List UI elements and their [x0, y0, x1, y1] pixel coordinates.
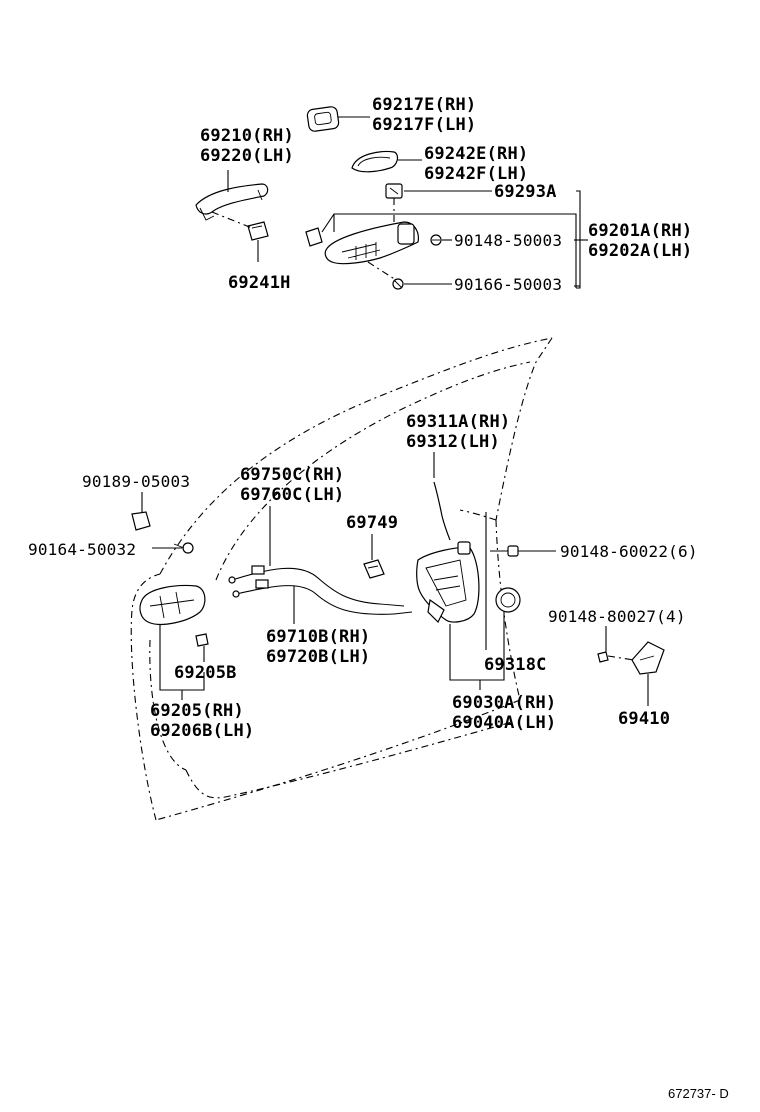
label-69201-lh: 69202A(LH): [588, 241, 692, 261]
label-69311-lh: 69312(LH): [406, 432, 500, 452]
handle-frame-part: [305, 221, 419, 265]
clip-part: [131, 511, 151, 531]
label-90189: 90189-05003: [82, 472, 190, 491]
cushion-part: [495, 587, 521, 613]
striker-part: [631, 641, 665, 675]
label-69030-lh: 69040A(LH): [452, 713, 556, 733]
label-69242-lh: 69242F(LH): [424, 164, 528, 184]
handle-pad-part: [247, 221, 269, 241]
bolt-part: [490, 545, 519, 557]
label-69710-lh: 69720B(LH): [266, 647, 370, 667]
screw-part: [392, 278, 404, 290]
door-outline: [130, 337, 553, 821]
document-number: 672737- D: [668, 1086, 729, 1101]
label-69217-lh: 69217F(LH): [372, 115, 476, 135]
screw-part: [430, 234, 442, 246]
label-69205b: 69205B: [174, 663, 237, 683]
bolt-part: [597, 651, 635, 663]
screw-part: [195, 633, 209, 647]
label-90148-60022: 90148-60022(6): [560, 542, 698, 561]
door-lock-part: [416, 541, 480, 624]
handle-gasket-part: [351, 150, 399, 173]
label-69210-rh: 69210(RH): [200, 126, 294, 146]
label-69217-rh: 69217E(RH): [372, 95, 476, 115]
label-90164: 90164-50032: [28, 540, 136, 559]
label-69750-lh: 69760C(LH): [240, 485, 344, 505]
label-69293: 69293A: [494, 182, 557, 202]
label-69311-rh: 69311A(RH): [406, 412, 510, 432]
screw-part: [173, 542, 194, 554]
label-69030-rh: 69030A(RH): [452, 693, 556, 713]
label-69205-rh: 69205(RH): [150, 701, 244, 721]
label-69318: 69318C: [484, 655, 547, 675]
label-69241: 69241H: [228, 273, 291, 293]
label-69242-rh: 69242E(RH): [424, 144, 528, 164]
label-69710-rh: 69710B(RH): [266, 627, 370, 647]
label-69205-lh: 69206B(LH): [150, 721, 254, 741]
lock-rod-part: [433, 452, 451, 541]
label-90148-80027: 90148-80027(4): [548, 607, 686, 626]
cable-clip-part: [363, 559, 385, 579]
label-69410: 69410: [618, 709, 670, 729]
label-69210-lh: 69220(LH): [200, 146, 294, 166]
inside-handle-part: [139, 584, 206, 625]
clip-part: [385, 183, 403, 199]
label-90166-50003: 90166-50003: [454, 275, 562, 294]
label-69749: 69749: [346, 513, 398, 533]
handle-cover-part: [306, 106, 340, 132]
label-69750-rh: 69750C(RH): [240, 465, 344, 485]
label-69201-rh: 69201A(RH): [588, 221, 692, 241]
cable-part: [228, 565, 413, 615]
label-90148-50003: 90148-50003: [454, 231, 562, 250]
outside-handle-part: [195, 183, 269, 221]
